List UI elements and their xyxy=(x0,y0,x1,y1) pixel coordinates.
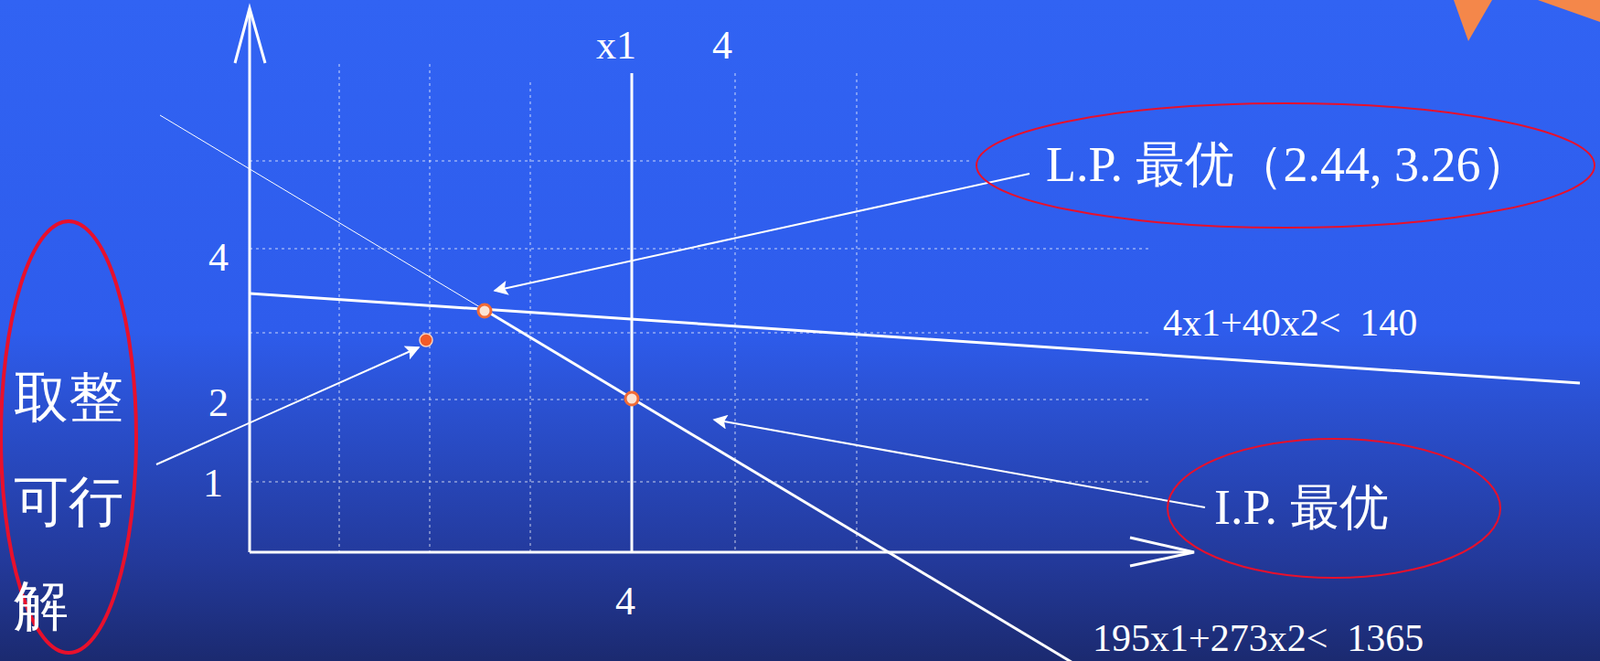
grid-line xyxy=(339,64,341,553)
grid-line xyxy=(856,73,858,553)
grid-line xyxy=(249,332,1152,334)
lp-optimum-point xyxy=(478,304,491,318)
y-axis xyxy=(248,9,252,553)
leader-line xyxy=(156,347,419,465)
axis-tick-label: 4 xyxy=(712,25,733,66)
callout-ellipse: 取整可行解 xyxy=(0,217,140,657)
leader-line xyxy=(714,419,1206,508)
callout-ellipse: L.P. 最优（2.44, 3.26） xyxy=(974,101,1597,230)
leader-line xyxy=(494,173,1030,291)
rounded-point xyxy=(419,333,433,347)
leader-lines xyxy=(156,173,1206,508)
axis-tick-label: 2 xyxy=(208,383,229,424)
ip-optimum-point xyxy=(625,392,639,406)
grid-line xyxy=(249,399,1152,401)
x1-bound-line xyxy=(630,73,634,553)
axis-tick-label: x1 xyxy=(596,25,637,66)
grid-line xyxy=(530,82,532,553)
corner-decoration xyxy=(1537,0,1600,22)
ellipse-outline xyxy=(1167,438,1501,578)
grid-line xyxy=(249,160,970,162)
ellipse-outline xyxy=(976,103,1595,228)
grid-lines xyxy=(249,64,1152,553)
grid-line xyxy=(249,248,1152,250)
callout-label: I.P. 最优 xyxy=(1214,480,1389,535)
constraint-line xyxy=(484,309,1075,661)
grid-line xyxy=(249,481,1152,483)
grid-line xyxy=(735,73,736,553)
grid-line xyxy=(429,64,431,553)
y-axis-arrow xyxy=(234,8,266,64)
x-axis-arrow xyxy=(1130,537,1195,566)
callout-label: L.P. 最优（2.44, 3.26） xyxy=(1045,138,1531,192)
corner-decoration xyxy=(1453,0,1493,42)
callout-ellipse: I.P. 最优 xyxy=(1165,437,1503,580)
axis-tick-label: 4 xyxy=(615,581,636,622)
constraint-label: 195x1+273x2< 1365 xyxy=(1092,618,1424,658)
constraint-label: 4x1+40x2< 140 xyxy=(1162,303,1418,342)
constraint-line xyxy=(249,293,1580,384)
axes xyxy=(234,8,1195,566)
axis-tick-label: 1 xyxy=(202,463,224,504)
constraint-line xyxy=(160,115,485,310)
vertical-label: 取整可行解 xyxy=(13,345,124,659)
x-axis xyxy=(249,551,1193,555)
axis-tick-label: 4 xyxy=(208,237,229,278)
